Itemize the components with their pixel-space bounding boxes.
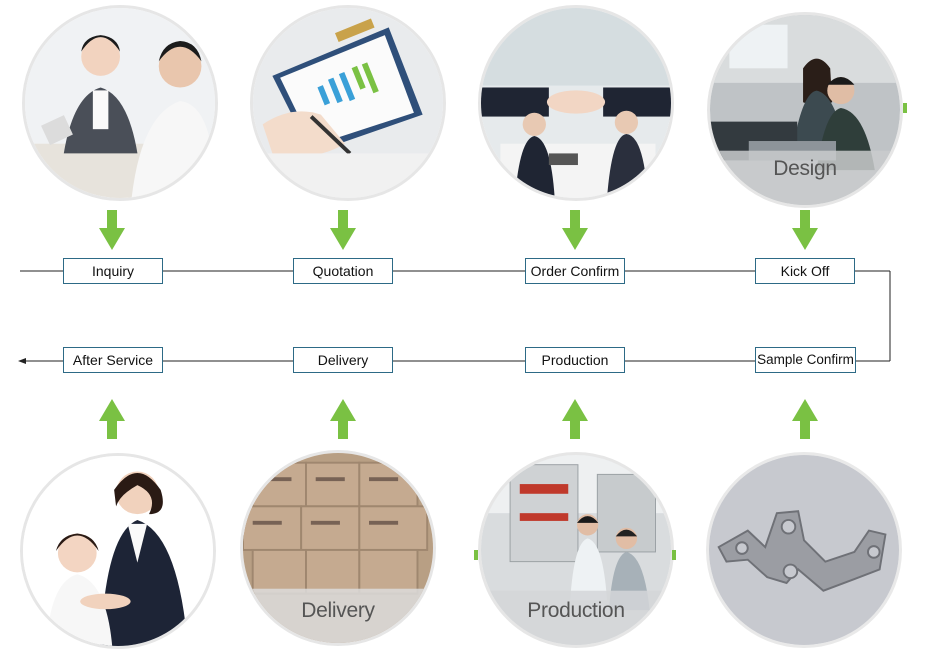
arrow-up-icon xyxy=(330,399,356,439)
step-order-confirm: Order Confirm xyxy=(525,258,625,284)
arrow-down-icon xyxy=(330,210,356,250)
arrow-down-icon xyxy=(99,210,125,250)
arrow-down-icon xyxy=(562,210,588,250)
business-meeting-photo xyxy=(22,5,218,201)
photo-caption-production: Production xyxy=(527,599,625,622)
arrow-up-icon xyxy=(99,399,125,439)
decorative-tick xyxy=(474,550,478,560)
step-delivery: Delivery xyxy=(293,347,393,373)
packed-boxes-photo: Delivery xyxy=(240,450,436,646)
step-production: Production xyxy=(525,347,625,373)
customer-service-photo xyxy=(20,453,216,649)
step-after-service: After Service xyxy=(63,347,163,373)
decorative-tick xyxy=(672,550,676,560)
handshake-photo xyxy=(478,5,674,201)
photo-caption-delivery: Delivery xyxy=(301,599,375,622)
step-kick-off: Kick Off xyxy=(755,258,855,284)
step-sample-confirm: Sample Confirm xyxy=(755,347,856,373)
chart-clipboard-photo xyxy=(250,5,446,201)
arrow-down-icon xyxy=(792,210,818,250)
arrow-up-icon xyxy=(792,399,818,439)
step-quotation: Quotation xyxy=(293,258,393,284)
design-team-photo: Design xyxy=(707,12,903,208)
decorative-tick xyxy=(903,103,907,113)
metal-bracket-photo xyxy=(706,452,902,648)
photo-caption-design: Design xyxy=(773,157,837,180)
arrow-up-icon xyxy=(562,399,588,439)
factory-workers-photo: Production xyxy=(478,452,674,648)
step-inquiry: Inquiry xyxy=(63,258,163,284)
